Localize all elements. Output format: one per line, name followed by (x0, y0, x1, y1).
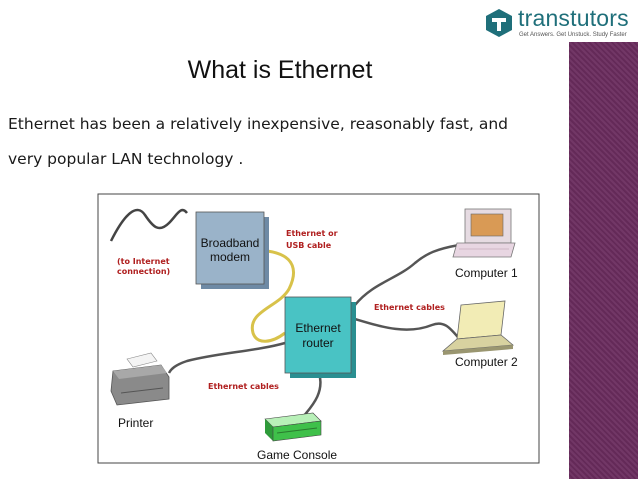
computer-1-label: Computer 1 (455, 266, 518, 280)
side-decoration-bar (569, 42, 638, 479)
computer-2-icon (441, 300, 515, 355)
internet-label-line2: connection) (117, 267, 170, 276)
usb-cable-yellow (250, 249, 296, 343)
printer-label: Printer (118, 416, 153, 430)
router-label-line2: router (302, 336, 333, 350)
slide-title: What is Ethernet (187, 56, 373, 84)
ethernet-cables-right-label: Ethernet cables (374, 303, 445, 312)
transtutors-logo: transtutors Get Answers. Get Unstuck. St… (484, 5, 638, 41)
internet-cable (109, 208, 188, 242)
computer-1-icon (452, 208, 516, 258)
body-line-2: very popular LAN technology . (8, 150, 244, 168)
printer-icon (110, 352, 170, 406)
internet-label-line1: (to Internet (117, 257, 170, 266)
transtutors-logo-icon (486, 9, 512, 37)
game-console-icon (264, 412, 322, 442)
ethernet-cables-left-label: Ethernet cables (208, 382, 279, 391)
broadband-modem: Broadband modem (195, 211, 269, 289)
game-console-label: Game Console (257, 448, 337, 462)
cable-printer (167, 341, 286, 374)
body-line-1: Ethernet has been a relatively inexpensi… (8, 115, 509, 133)
router-label-line1: Ethernet (295, 321, 341, 335)
ethernet-router: Ethernet router (284, 296, 356, 378)
ethernet-network-diagram: Broadband modem Ethernet router (97, 193, 540, 464)
ethernet-usb-label-line2: USB cable (286, 241, 332, 250)
cable-computer2 (354, 317, 466, 346)
logo-tagline: Get Answers. Get Unstuck. Study Faster (519, 32, 627, 38)
ethernet-usb-label-line1: Ethernet or (286, 229, 338, 238)
logo-name: transtutors (518, 5, 629, 31)
cable-computer1 (354, 243, 460, 306)
modem-label-line1: Broadband (201, 236, 260, 250)
computer-2-label: Computer 2 (455, 355, 518, 369)
modem-label-line2: modem (210, 250, 250, 264)
slide-body: Ethernet has been a relatively inexpensi… (8, 107, 563, 177)
